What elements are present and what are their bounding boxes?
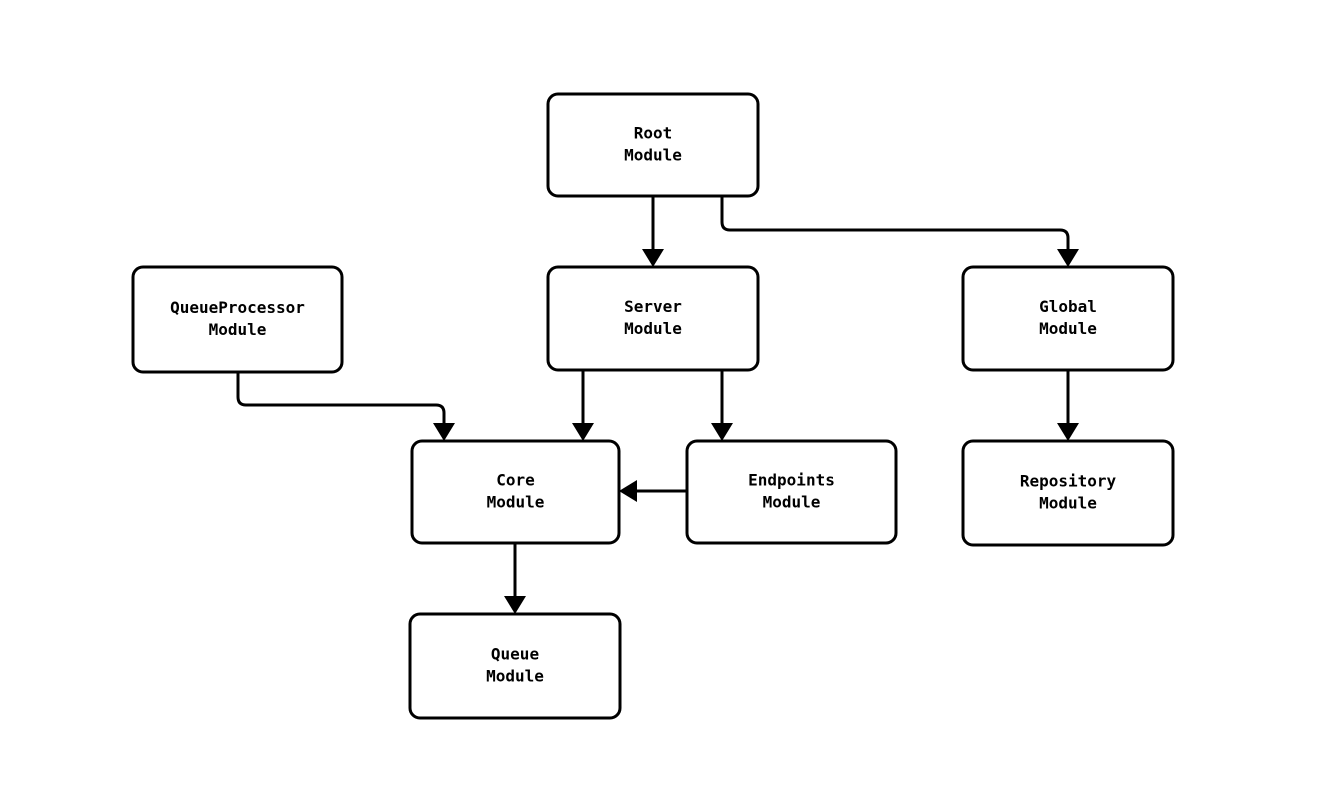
node-label-line2: Module <box>487 493 545 512</box>
arrow-head-icon <box>433 423 455 441</box>
node-label-line1: Repository <box>1020 472 1117 491</box>
edge-server-to-endpoints <box>711 370 733 441</box>
node-label-line2: Module <box>1039 494 1097 513</box>
node-box[interactable] <box>131 265 344 374</box>
arrow-head-icon <box>619 480 637 502</box>
edges-layer <box>236 196 1079 614</box>
node-label-line1: Global <box>1039 297 1097 316</box>
arrow-head-icon <box>1057 249 1079 267</box>
node-label-line2: Module <box>624 146 682 165</box>
node-label-line1: Core <box>496 471 535 490</box>
arrow-head-icon <box>572 423 594 441</box>
node-box[interactable] <box>961 265 1175 372</box>
edge-line <box>720 196 1070 255</box>
edge-core-to-queue <box>504 543 526 614</box>
node-box[interactable] <box>961 439 1175 547</box>
node-label-line2: Module <box>624 319 682 338</box>
nodes-layer: RootModuleQueueProcessorModuleServerModu… <box>131 92 1175 720</box>
node-label-line2: Module <box>1039 319 1097 338</box>
node-box[interactable] <box>685 439 898 545</box>
edge-global-to-repository <box>1057 370 1079 441</box>
node-label-line1: QueueProcessor <box>170 298 305 317</box>
edge-server-to-core <box>572 370 594 441</box>
node-label-line2: Module <box>209 320 267 339</box>
node-box[interactable] <box>546 265 760 372</box>
arrow-head-icon <box>642 249 664 267</box>
edge-root-to-server <box>642 196 664 267</box>
node-label-line2: Module <box>763 493 821 512</box>
node-label-line1: Server <box>624 297 682 316</box>
arrow-head-icon <box>1057 423 1079 441</box>
edge-root-to-global <box>720 196 1079 267</box>
edge-queueprocessor-to-core <box>236 372 455 441</box>
node-box[interactable] <box>546 92 760 198</box>
node-label-line2: Module <box>486 667 544 686</box>
edge-line <box>236 372 446 429</box>
node-label-line1: Endpoints <box>748 471 835 490</box>
node-box[interactable] <box>410 439 621 545</box>
arrow-head-icon <box>711 423 733 441</box>
edge-endpoints-to-core <box>619 480 687 502</box>
node-label-line1: Queue <box>491 645 539 664</box>
node-box[interactable] <box>408 612 622 720</box>
node-label-line1: Root <box>634 124 673 143</box>
arrow-head-icon <box>504 596 526 614</box>
